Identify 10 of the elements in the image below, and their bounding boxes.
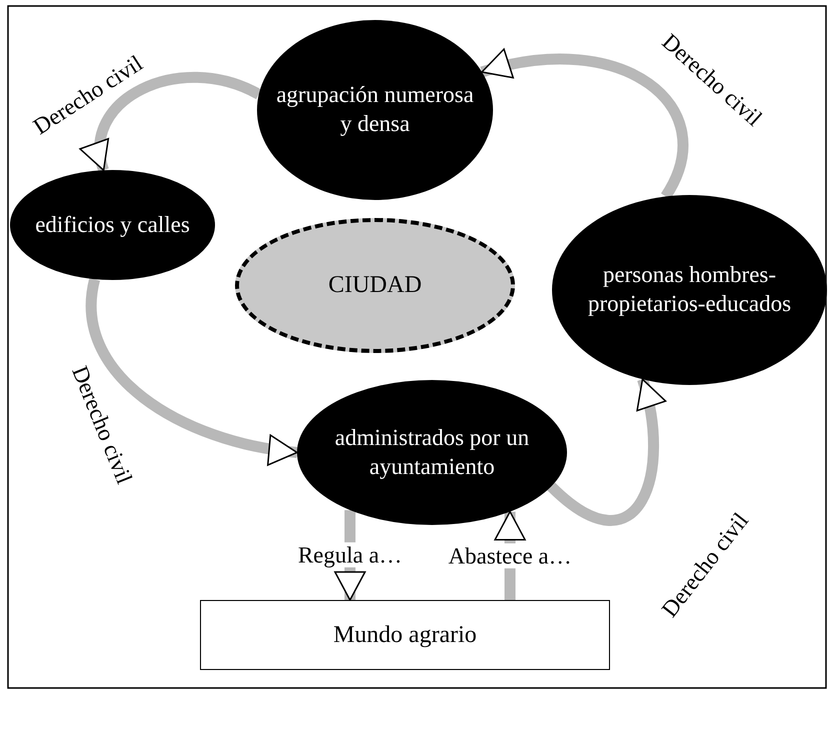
node-label: edificios y calles [35,210,190,239]
node-label: personas hombres-propietarios-educados [586,261,792,318]
node-label: administrados por un ayuntamiento [334,424,530,481]
arrow [548,378,666,526]
arrow [86,278,298,465]
arrow [480,50,688,199]
process-box [200,600,610,670]
node-label: agrupación numerosa y densa [275,81,475,138]
node-label: Mundo agrario [333,622,477,648]
node-label: CIUDAD [328,272,422,299]
